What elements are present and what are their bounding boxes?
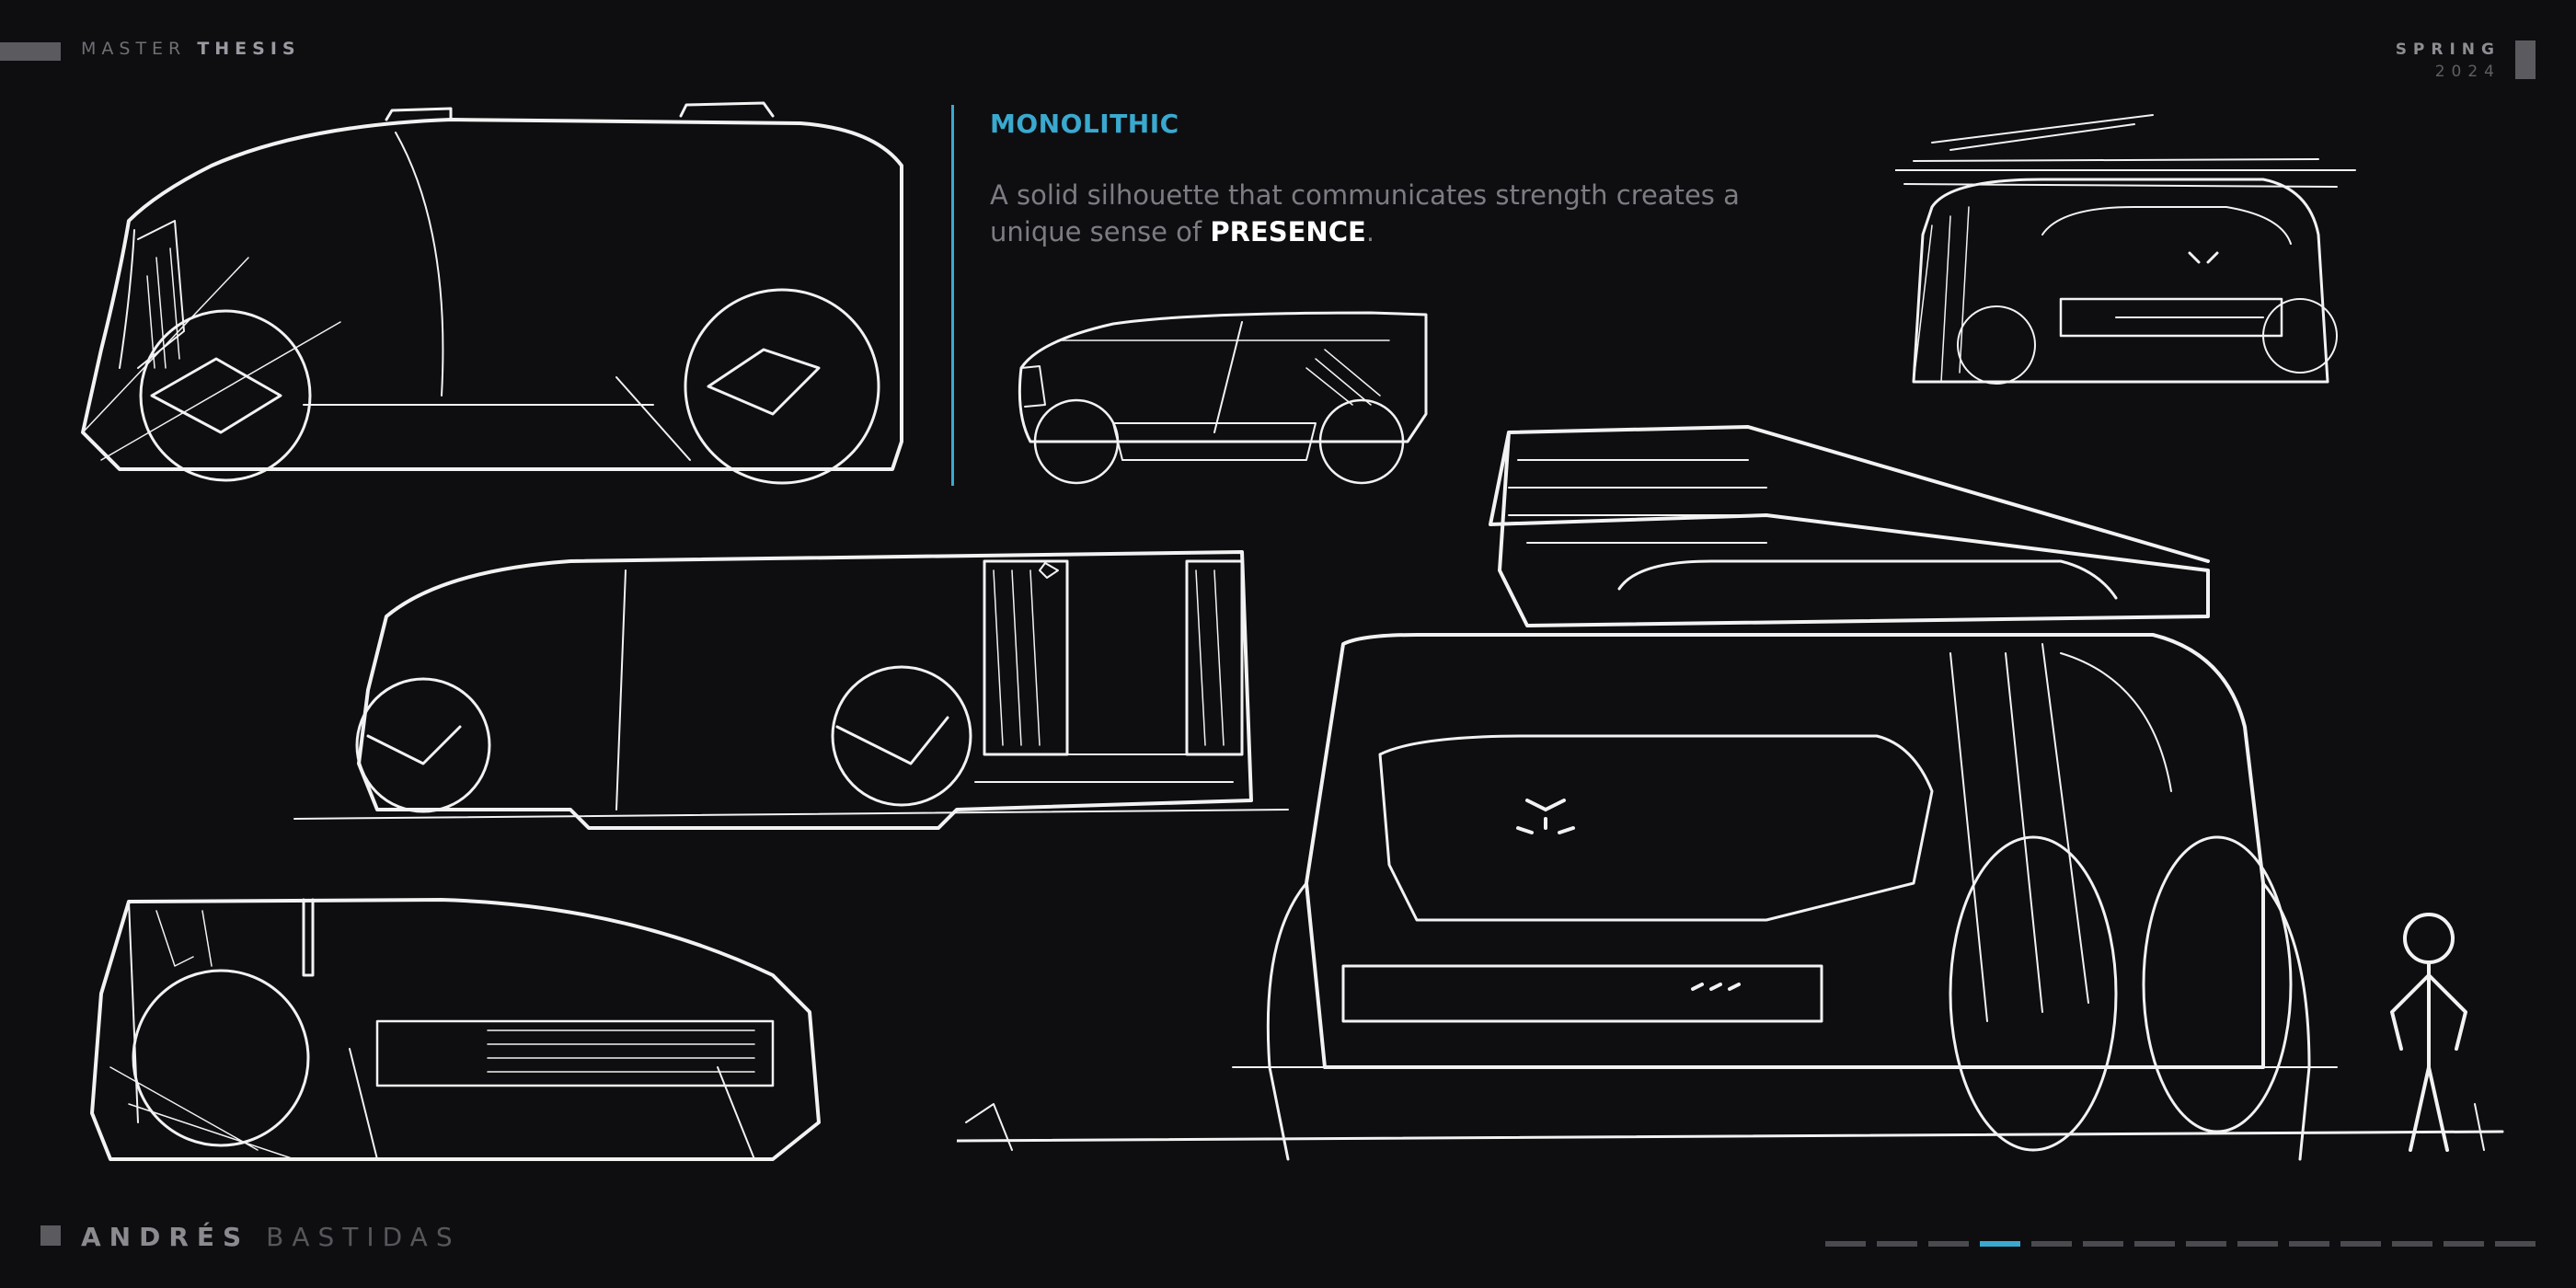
section-description: A solid silhouette that communicates str… [990,177,1836,250]
page-indicator [1825,1241,2536,1247]
author-last-name: BASTIDAS [266,1222,461,1252]
page-indicator-dot[interactable] [2495,1241,2536,1247]
page-indicator-dot[interactable] [2392,1241,2432,1247]
sketch-rear-view-large [957,425,2504,1161]
page-indicator-dot[interactable] [1980,1241,2020,1247]
sketch-side-view-1 [81,101,903,485]
desc-end: . [1365,216,1375,247]
sketch-side-view-2 [1018,311,1428,485]
header-year: 2024 [2434,63,2501,81]
accent-divider [951,105,954,486]
author-name: ANDRÉS BASTIDAS [81,1222,461,1252]
page-indicator-dot[interactable] [2031,1241,2072,1247]
page-indicator-dot[interactable] [2083,1241,2123,1247]
page-indicator-dot[interactable] [2134,1241,2175,1247]
page-indicator-dot[interactable] [2444,1241,2484,1247]
sketch-side-view-3 [293,550,1289,830]
header-season: SPRING [2395,40,2501,59]
sketch-side-view-4 [90,898,821,1161]
header-date: SPRING 2024 [2396,39,2501,83]
footer-square [40,1225,61,1246]
page-indicator-dot[interactable] [1928,1241,1969,1247]
page-indicator-dot[interactable] [2186,1241,2226,1247]
desc-text: A solid silhouette that communicates str… [990,179,1740,247]
header-label-light: MASTER [81,39,187,59]
page-indicator-dot[interactable] [2237,1241,2278,1247]
header-corner-bar-right [2515,40,2536,79]
desc-emphasis: PRESENCE [1210,216,1366,247]
header-label-bold: THESIS [197,39,301,59]
section-title: MONOLITHIC [990,109,1179,139]
page-indicator-dot[interactable] [2289,1241,2329,1247]
page-indicator-dot[interactable] [2340,1241,2381,1247]
header-corner-bar [0,42,61,61]
sketch-rear-view-small [1895,114,2356,385]
page-indicator-dot[interactable] [1877,1241,1917,1247]
header-project-label: MASTER THESIS [81,39,301,59]
page-indicator-dot[interactable] [1825,1241,1866,1247]
author-first-name: ANDRÉS [81,1222,250,1252]
